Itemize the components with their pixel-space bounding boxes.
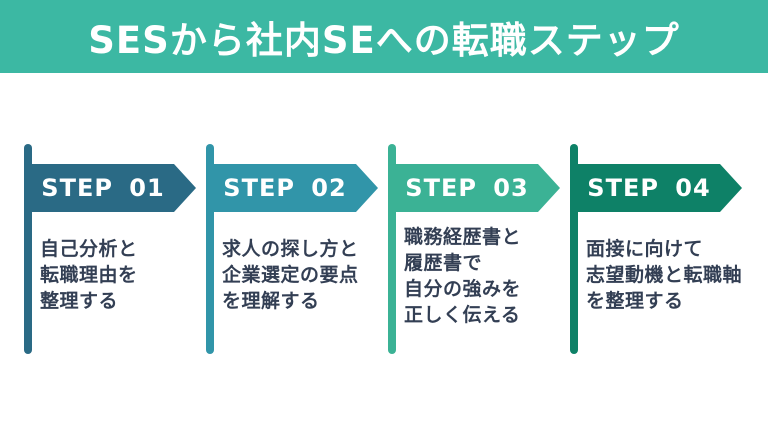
step-1-description: 自己分析と 転職理由を 整理する — [40, 236, 200, 314]
step-1-label: STEP 01 — [41, 174, 165, 202]
step-4-arrow-banner: STEP 04 — [570, 164, 742, 212]
step-description-line: 履歴書で — [404, 252, 483, 274]
step-4-accent-bar — [570, 144, 578, 354]
step-2-description: 求人の探し方と 企業選定の要点 を理解する — [222, 236, 382, 314]
step-4-label: STEP 04 — [587, 174, 711, 202]
step-column-2: STEP 02 求人の探し方と 企業選定の要点 を理解する — [206, 144, 378, 384]
step-3-arrow-banner: STEP 03 — [388, 164, 560, 212]
step-description-line: を理解する — [222, 290, 320, 312]
step-description-line: 転職理由を — [40, 264, 138, 286]
step-description-line: 企業選定の要点 — [222, 264, 359, 286]
step-description-line: 自分の強みを — [404, 278, 522, 300]
step-description-line: 職務経歴書と — [404, 226, 522, 248]
step-column-4: STEP 04 面接に向けて 志望動機と転職軸 を整理する — [570, 144, 742, 384]
step-3-description: 職務経歴書と 履歴書で 自分の強みを 正しく伝える — [404, 224, 564, 328]
step-description-line: 自己分析と — [40, 238, 138, 260]
step-column-1: STEP 01 自己分析と 転職理由を 整理する — [24, 144, 196, 384]
step-description-line: 整理する — [40, 290, 119, 312]
header-banner: SESから社内SEへの転職ステップ — [0, 0, 768, 73]
step-column-3: STEP 03 職務経歴書と 履歴書で 自分の強みを 正しく伝える — [388, 144, 560, 384]
step-description-line: 面接に向けて — [586, 238, 704, 260]
step-description-line: 志望動機と転職軸 — [586, 264, 743, 286]
step-description-line: を整理する — [586, 290, 684, 312]
step-description-line: 求人の探し方と — [222, 238, 359, 260]
step-2-arrow-banner: STEP 02 — [206, 164, 378, 212]
page-title: SESから社内SEへの転職ステップ — [88, 18, 680, 62]
step-4-description: 面接に向けて 志望動機と転職軸 を整理する — [586, 236, 746, 314]
step-2-label: STEP 02 — [223, 174, 347, 202]
step-description-line: 正しく伝える — [404, 304, 521, 326]
step-1-arrow-banner: STEP 01 — [24, 164, 196, 212]
step-1-accent-bar — [24, 144, 32, 354]
step-3-accent-bar — [388, 144, 396, 354]
step-3-label: STEP 03 — [405, 174, 529, 202]
step-2-accent-bar — [206, 144, 214, 354]
